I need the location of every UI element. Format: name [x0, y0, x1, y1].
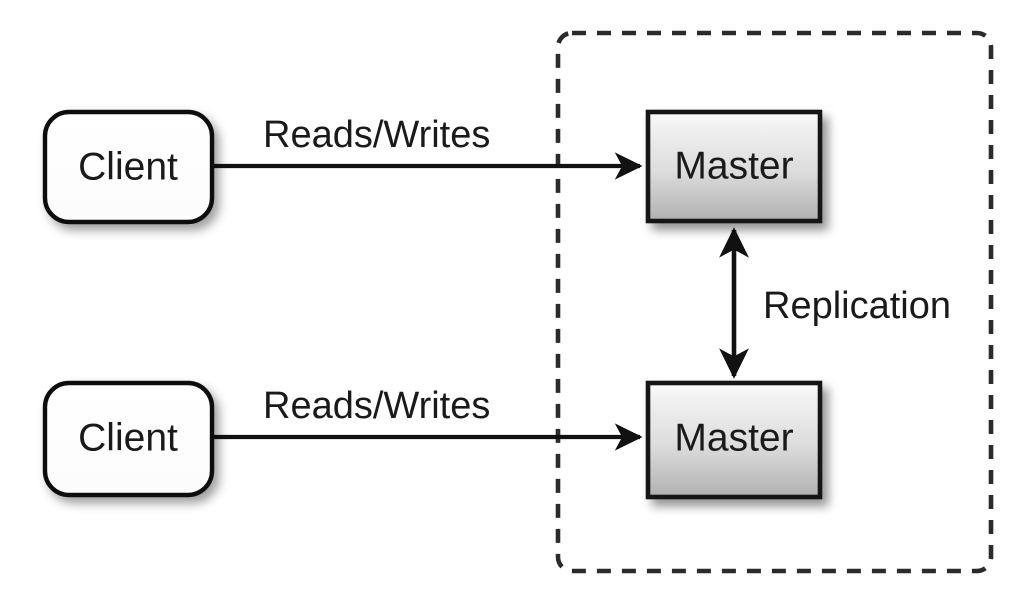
- client-bottom-shape: [42, 380, 215, 498]
- client-bottom-label: Client: [78, 416, 178, 459]
- master-top-label: Master: [674, 144, 793, 187]
- client-top-label: Client: [78, 145, 178, 188]
- edge-label-replication: Replication: [763, 285, 951, 327]
- master-bottom-shape: [645, 380, 823, 500]
- replication-cluster-boundary: [555, 30, 994, 574]
- master-bottom-label: Master: [674, 416, 793, 459]
- node-client-top[interactable]: Client: [42, 109, 215, 225]
- node-master-top[interactable]: Master: [645, 109, 823, 224]
- edge-label-reads-writes-bottom: Reads/Writes: [263, 385, 490, 427]
- edge-label-reads-writes-top: Reads/Writes: [263, 114, 490, 156]
- node-master-bottom[interactable]: Master: [645, 380, 823, 500]
- master-top-shape: [645, 109, 823, 224]
- node-client-bottom[interactable]: Client: [42, 380, 215, 498]
- client-top-shape: [42, 109, 215, 225]
